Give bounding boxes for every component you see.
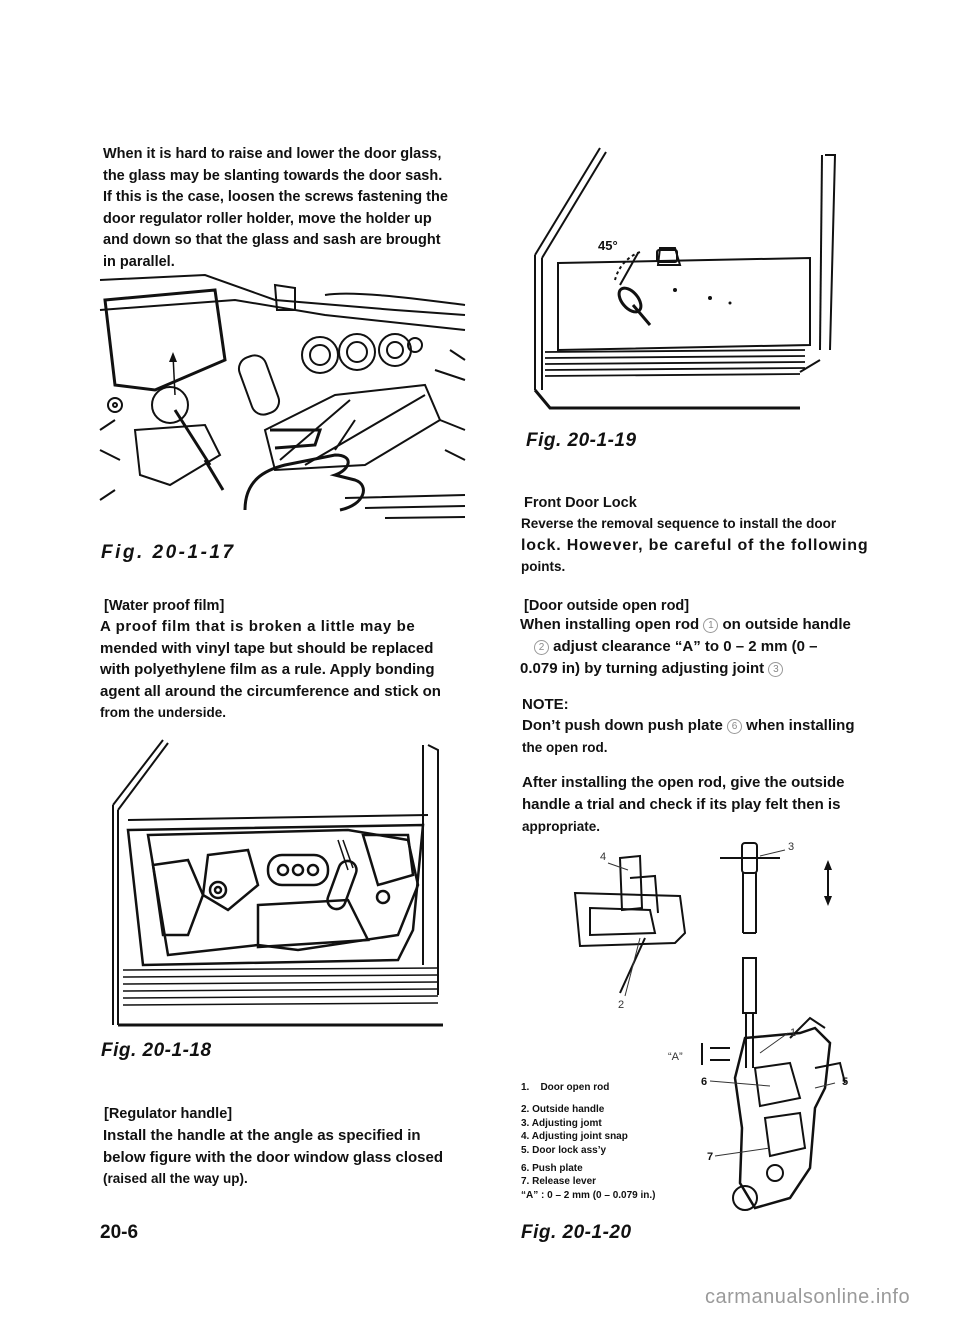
text-fragment: 0.079 in) by turning adjusting joint	[520, 660, 765, 677]
text-line: After installing the open rod, give the …	[522, 774, 845, 791]
text-fragment: When installing open rod	[520, 616, 700, 633]
text-line: handle a trial and check if its play fel…	[522, 796, 841, 813]
text-line: from the underside.	[100, 705, 227, 720]
legend-item: 2. Outside handle	[521, 1104, 605, 1116]
text-line: Install the handle at the angle as speci…	[103, 1127, 421, 1144]
fig20-label-7: 7	[707, 1151, 713, 1163]
fig20-label-4: 4	[600, 851, 606, 863]
fig20-label-2: 2	[618, 999, 624, 1011]
text-line: (raised all the way up).	[103, 1171, 248, 1186]
fig20-label-a: “A”	[668, 1051, 683, 1063]
fig-20-1-20-legend: 1. Door open rod 2. Outside handle 3. Ad…	[521, 1081, 731, 1202]
text-fragment: on outside handle	[722, 616, 851, 633]
text-line: below figure with the door window glass …	[103, 1148, 444, 1166]
page-number: 20-6	[100, 1222, 139, 1243]
after-install-paragraph: After installing the open rod, give the …	[522, 772, 887, 838]
text-line: door regulator roller holder, move the h…	[103, 210, 432, 227]
callout-2: 2	[534, 640, 549, 655]
text-line: If this is the case, loosen the screws f…	[103, 189, 448, 205]
regulator-handle-paragraph: Install the handle at the angle as speci…	[103, 1125, 463, 1190]
legend-item: “A” : 0 – 2 mm (0 – 0.079 in.)	[521, 1189, 656, 1201]
fig-20-1-20-illustration: 4 3 2 1 “A” 6 5 7	[573, 841, 848, 1211]
front-door-lock-paragraph: Reverse the removal sequence to install …	[521, 513, 886, 578]
water-proof-film-paragraph: A proof film that is broken a little may…	[100, 616, 465, 724]
fig20-label-3: 3	[788, 841, 794, 853]
callout-3: 3	[768, 662, 784, 677]
legend-item: 6. Push plate	[521, 1163, 583, 1175]
legend-item: 7. Release lever	[521, 1176, 597, 1188]
door-outside-open-rod-paragraph: When installing open rod 1 on outside ha…	[520, 614, 890, 680]
fig-20-1-17-caption: Fig. 20-1-17	[101, 542, 236, 563]
legend-item: 3. Adjusting jomt	[521, 1117, 602, 1129]
fig-20-1-19-illustration: 45°	[533, 147, 837, 410]
text-line: points.	[521, 559, 566, 574]
text-line: and down so that the glass and sash are …	[103, 232, 441, 248]
fig-20-1-20-caption: Fig. 20-1-20	[521, 1222, 632, 1243]
text-line: the glass may be slanting towards the do…	[103, 167, 443, 184]
regulator-handle-heading: [Regulator handle]	[104, 1106, 233, 1122]
text-line: Reverse the removal sequence to install …	[521, 516, 837, 531]
note-label: NOTE:	[522, 696, 569, 713]
legend-item: 1. Door open rod	[521, 1082, 610, 1093]
text-line: mended with vinyl tape but should be rep…	[100, 639, 434, 657]
text-line: appropriate.	[522, 819, 601, 834]
text-line: with polyethylene film as a rule. Apply …	[100, 661, 435, 678]
door-outside-open-rod-heading: [Door outside open rod]	[524, 598, 690, 614]
fig-20-1-17-illustration	[99, 273, 466, 519]
text-line: lock. However, be careful of the followi…	[521, 536, 869, 554]
text-fragment: Don’t push down push plate	[522, 717, 723, 734]
fig-20-1-18-caption: Fig. 20-1-18	[101, 1040, 212, 1061]
text-fragment: adjust clearance “A” to 0 – 2 mm (0 –	[553, 638, 818, 655]
text-fragment: when installing	[746, 717, 855, 734]
watermark: carmanualsonline.info	[705, 1286, 911, 1308]
fig20-label-1: 1	[790, 1027, 796, 1039]
intro-paragraph: When it is hard to raise and lower the d…	[103, 144, 463, 273]
text-line: the open rod.	[522, 740, 608, 755]
angle-45-label: 45°	[598, 238, 618, 253]
front-door-lock-heading: Front Door Lock	[524, 495, 637, 511]
legend-item: 5. Door lock ass’y	[521, 1144, 607, 1156]
fig-20-1-18-illustration	[112, 739, 443, 1027]
text-line: in parallel.	[103, 253, 175, 270]
text-line: A proof film that is broken a little may…	[100, 618, 416, 635]
fig20-label-5: 5	[842, 1076, 848, 1088]
water-proof-film-heading: [Water proof film]	[104, 598, 225, 614]
text-line: When it is hard to raise and lower the d…	[103, 146, 442, 162]
callout-6: 6	[727, 719, 742, 734]
legend-item: 4. Adjusting joint snap	[521, 1131, 628, 1143]
fig-20-1-19-caption: Fig. 20-1-19	[526, 430, 637, 451]
fig20-label-6: 6	[701, 1076, 707, 1088]
callout-1: 1	[703, 618, 719, 633]
text-line: agent all around the circumference and s…	[100, 682, 441, 700]
note-paragraph: Don’t push down push plate 6 when instal…	[522, 715, 887, 759]
